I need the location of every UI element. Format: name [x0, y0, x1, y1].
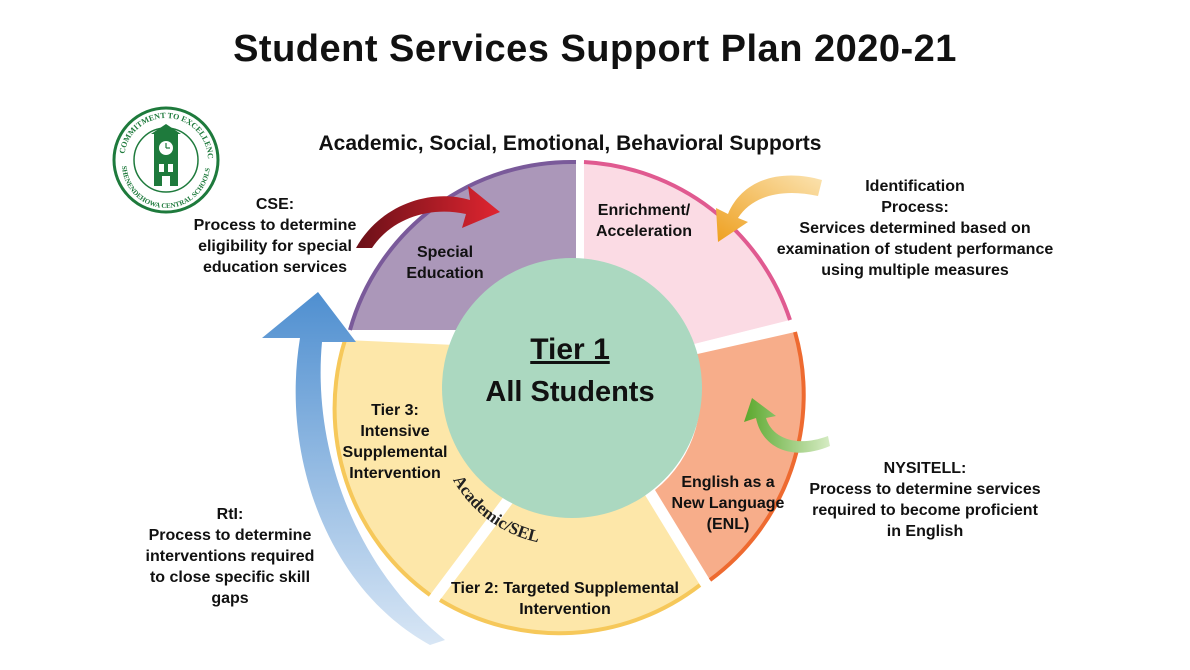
note-line: CSE: — [255, 196, 295, 213]
note-line: RtI: — [216, 506, 244, 523]
label-line: Education — [406, 265, 484, 282]
note-line: in English — [886, 523, 964, 540]
label-line: Supplemental — [342, 444, 448, 461]
label-special-education: Special Education — [395, 242, 495, 284]
diagram-subtitle: Academic, Social, Emotional, Behavioral … — [318, 132, 822, 155]
label-enl: English as a New Language (ENL) — [668, 472, 788, 535]
label-tier3: Tier 3: Intensive Supplemental Intervent… — [335, 400, 455, 484]
label-line: Intervention — [349, 465, 441, 482]
label-line: Tier 3: — [371, 402, 419, 419]
blue-arrow — [262, 292, 445, 645]
center-tier-label: Tier 1 — [530, 333, 610, 366]
note-line: Process to determine services — [809, 481, 1041, 498]
note-line: Services determined based on — [799, 220, 1031, 237]
page-title: Student Services Support Plan 2020-21 — [233, 28, 957, 70]
label-line: Enrichment/ — [597, 202, 691, 219]
label-tier2: Tier 2: Targeted Supplemental Interventi… — [440, 578, 690, 620]
note-cse: CSE: Process to determine eligibility fo… — [180, 194, 370, 278]
note-line: interventions required — [145, 548, 315, 565]
segment-tier2-edge — [438, 583, 702, 636]
note-line: Identification — [865, 178, 965, 195]
segment-enrichment-edge — [583, 160, 792, 321]
note-line: education services — [202, 259, 348, 276]
note-line: NYSITELL: — [883, 460, 967, 477]
green-arrow — [744, 398, 830, 453]
note-line: eligibility for special — [198, 238, 352, 255]
orange-arrow — [716, 175, 822, 242]
segment-enrichment — [584, 162, 790, 345]
note-line: Process to determine — [148, 527, 312, 544]
label-line: Tier 2: Targeted Supplemental — [451, 580, 679, 597]
label-line: Intervention — [519, 601, 611, 618]
note-rti: RtI: Process to determine interventions … — [130, 504, 330, 609]
note-line: Process: — [881, 199, 949, 216]
segment-tier3 — [334, 340, 505, 595]
label-line: Acceleration — [595, 223, 693, 240]
note-line: examination of student performance — [776, 241, 1054, 258]
label-line: (ENL) — [706, 516, 750, 533]
note-nysitell: NYSITELL: Process to determine services … — [800, 458, 1050, 542]
note-line: Process to determine — [193, 217, 357, 234]
red-arrow — [356, 186, 500, 248]
logo: COMMITMENT TO EXCELLENCE SHENENDEHOWA CE… — [112, 106, 220, 214]
label-line: English as a — [681, 474, 775, 491]
center-all-students-label: All Students — [485, 376, 655, 408]
note-line: using multiple measures — [821, 262, 1009, 279]
center-circle — [442, 258, 702, 518]
note-line: required to become proficient — [812, 502, 1038, 519]
label-enrichment: Enrichment/ Acceleration — [580, 200, 708, 242]
note-line: to close specific skill — [149, 569, 311, 586]
segment-tier3-edge — [332, 339, 432, 597]
note-line: gaps — [211, 590, 249, 607]
segment-enl-edge — [708, 331, 806, 582]
segment-special-education — [350, 161, 576, 330]
label-line: Special — [416, 244, 474, 261]
note-identification: Identification Process: Services determi… — [760, 176, 1070, 281]
segment-tier2 — [440, 495, 700, 634]
label-line: New Language — [671, 495, 785, 512]
label-line: Intensive — [360, 423, 430, 440]
